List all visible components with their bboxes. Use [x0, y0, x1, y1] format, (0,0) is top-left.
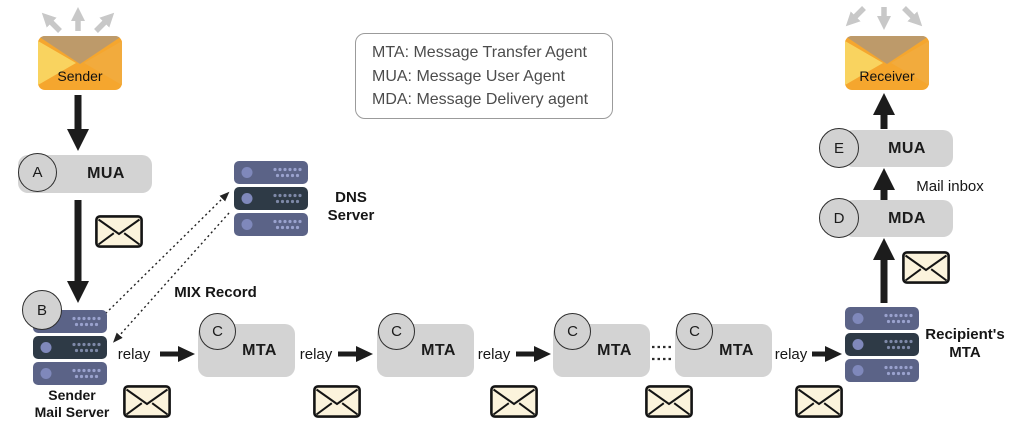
step-badge-c-3: C: [554, 313, 591, 350]
step-badge-a: A: [18, 153, 57, 192]
legend-box: MTA: Message Transfer Agent MUA: Message…: [355, 33, 613, 119]
step-badge-b: B: [22, 290, 62, 330]
envelope-icon: [490, 385, 538, 418]
step-badge-c-4: C: [676, 313, 713, 350]
sender-outgoing-arrow-upright-icon: [94, 12, 115, 33]
recipients-mta-server-icon: [845, 307, 919, 382]
receiver-envelope-icon: Receiver: [845, 36, 929, 90]
relay-label-2: relay: [299, 346, 333, 363]
sender-envelope-icon: Sender: [38, 36, 122, 90]
relay-label-3: relay: [477, 346, 511, 363]
step-badge-d: D: [819, 198, 859, 238]
node-sender-mua-label: MUA: [87, 165, 125, 182]
step-badge-c-2: C: [378, 313, 415, 350]
relay-label-1: relay: [117, 346, 151, 363]
legend-line-mta: MTA: Message Transfer Agent: [372, 44, 587, 61]
sender-label: Sender: [57, 68, 103, 84]
envelope-icon: [902, 251, 950, 284]
legend-line-mda: MDA: Message Delivery agent: [372, 91, 589, 108]
step-badge-e: E: [819, 128, 859, 168]
node-receiver-mua: MUA: [843, 130, 953, 167]
dns-query-dashed-arrow: [101, 191, 230, 318]
mix-record-label: MIX Record: [174, 284, 257, 301]
receiver-label: Receiver: [859, 68, 915, 84]
sender-outgoing-arrow-upleft-icon: [41, 12, 62, 33]
envelope-icon: [645, 385, 693, 418]
node-mda: MDA: [843, 200, 953, 237]
envelope-icon: [123, 385, 171, 418]
step-badge-c-1: C: [199, 313, 236, 350]
receiver-incoming-arrow-downleft-icon: [845, 6, 866, 27]
receiver-incoming-arrow-downright-icon: [902, 6, 923, 27]
mail-inbox-label: Mail inbox: [916, 178, 984, 195]
envelope-icon: [313, 385, 361, 418]
dns-server-icon: [234, 161, 308, 236]
legend-line-mua: MUA: Message User Agent: [372, 67, 565, 85]
recipients-mta-label: Recipient's MTA: [925, 326, 1005, 361]
sender-mail-server-label: Sender Mail Server: [34, 387, 110, 420]
relay-label-4: relay: [774, 346, 808, 363]
envelope-icon: [95, 215, 143, 248]
dns-server-label: DNS Server: [327, 189, 375, 224]
envelope-icon: [795, 385, 843, 418]
